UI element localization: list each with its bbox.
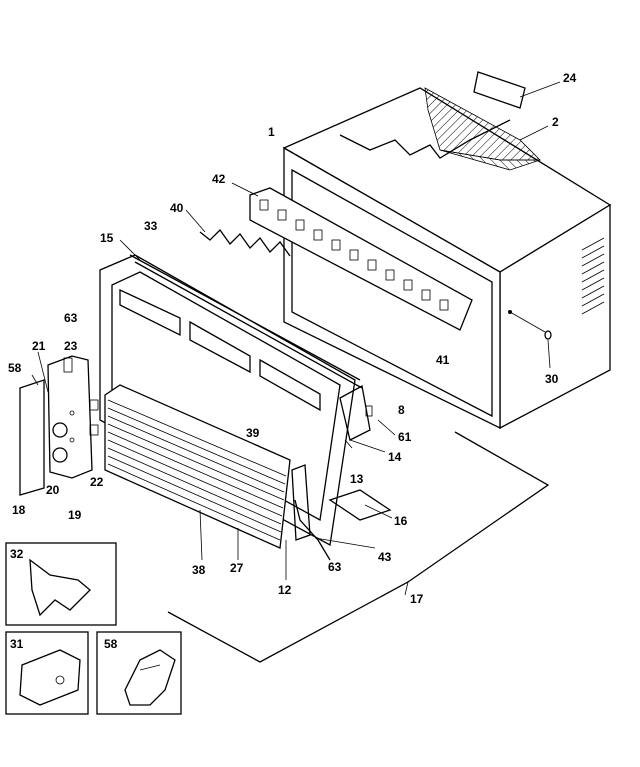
part-label-23: 23 [64,339,78,353]
louver-rail-part [185,209,291,257]
part-label-27: 27 [230,561,244,575]
part-label-12: 12 [278,583,292,597]
part-label-1: 1 [268,125,275,139]
part-label-24: 24 [563,71,577,85]
base-pan-part [167,431,550,663]
insulation-part [424,87,549,171]
part-label-58-main: 58 [8,361,22,375]
part-label-30: 30 [545,372,559,386]
part-label-63-bottom: 63 [328,560,342,574]
cabinet-side-louvers [581,237,605,315]
part-label-17: 17 [410,592,424,606]
label-tag-part [473,71,561,109]
part-label-2: 2 [552,115,559,129]
part-label-32: 32 [10,547,24,561]
part-label-31: 31 [10,637,24,651]
part-label-38: 38 [192,563,206,577]
part-label-21: 21 [32,339,46,353]
front-bezel-part [99,239,363,547]
part-label-13: 13 [350,472,364,486]
screw-part [508,310,552,369]
part-label-19: 19 [68,508,82,522]
part-label-8: 8 [398,403,405,417]
part-label-61: 61 [398,430,412,444]
deflector-part [231,182,473,331]
part-label-63-top: 63 [64,311,78,325]
part-label-15: 15 [100,231,114,245]
inset-box-32 [5,542,117,626]
part-label-14: 14 [388,450,402,464]
part-label-18: 18 [12,503,26,517]
front-grille-part [104,384,291,561]
control-panel-part [19,351,99,496]
part-label-16: 16 [394,514,408,528]
inset-box-58 [96,631,182,715]
inset-box-31 [5,631,89,715]
part-label-20: 20 [46,483,60,497]
part-label-41: 41 [436,353,450,367]
side-bracket-parts [285,464,376,580]
part-label-58-inset: 58 [104,637,118,651]
part-label-40: 40 [170,201,184,215]
part-label-42: 42 [212,172,226,186]
base-parts [328,384,396,521]
part-label-33: 33 [144,219,158,233]
part-label-22: 22 [90,475,104,489]
part-label-39: 39 [246,426,260,440]
part-label-43: 43 [378,550,392,564]
